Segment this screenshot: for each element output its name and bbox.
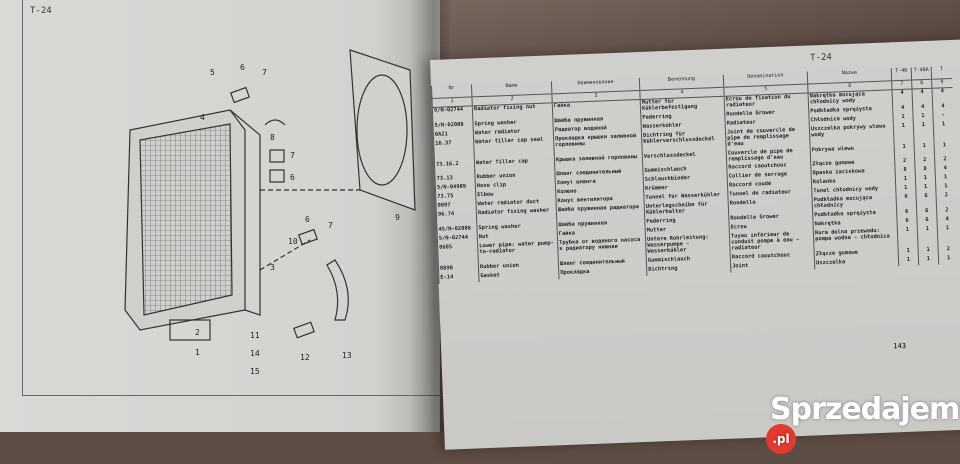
parts-table: Nr Name Наименование Benennung Dénominat… xyxy=(431,65,959,284)
page-frame xyxy=(22,0,443,396)
quantity-cell: 4 xyxy=(911,88,933,105)
name-polish: Uszczelka xyxy=(814,256,899,270)
callout-number: 8 xyxy=(270,133,275,142)
quantity-cell: 1 xyxy=(934,141,955,158)
hoses-drawing xyxy=(230,86,349,339)
quantity-cell: 2 xyxy=(935,192,957,208)
quantity-cell: 6 xyxy=(896,193,917,210)
right-page: T-24 Nr Name Наименование Benennung Déno… xyxy=(430,39,960,450)
header-qty-1: T-40 xyxy=(891,67,912,81)
quantity-cell: 1 xyxy=(938,254,959,265)
header-qty-3: T xyxy=(931,65,952,80)
callout-number: 12 xyxy=(300,353,310,362)
quantity-cell: 1 xyxy=(897,226,919,248)
callout-number: 6 xyxy=(240,63,245,72)
callout-number: 6 xyxy=(305,215,310,224)
callout-number: 9 xyxy=(395,213,400,222)
callout-number: 15 xyxy=(250,367,260,376)
left-page: T-24 5 6 7 8 7 6 4 xyxy=(0,0,450,432)
callout-number: 7 xyxy=(290,151,295,160)
name-german: Dichtring xyxy=(646,263,731,276)
name-russian: Прокладка xyxy=(558,266,647,279)
quantity-cell: 1 xyxy=(914,142,935,158)
header-qty-2: T-40A xyxy=(911,66,932,81)
quantity-cell: 1 xyxy=(917,225,939,248)
part-code: 0685 xyxy=(437,243,479,266)
callout-number: 7 xyxy=(328,221,333,230)
callout-number: 10 xyxy=(288,237,298,246)
name-english: Gasket xyxy=(478,269,559,282)
part-code: 73.16.2 xyxy=(434,159,475,177)
part-code: 96.74 xyxy=(436,210,477,227)
quantity-cell: 1 xyxy=(913,121,935,144)
callout-number: 13 xyxy=(342,351,352,360)
callout-number: 3 xyxy=(270,263,275,272)
quantity-cell: 1 xyxy=(898,256,919,266)
fan-shroud-drawing xyxy=(349,49,416,211)
callout-number: 7 xyxy=(262,68,267,77)
right-page-label: T-24 xyxy=(810,52,833,64)
part-code: 16.37 xyxy=(433,139,475,162)
callout-number: 5 xyxy=(210,68,215,77)
name-french: Joint xyxy=(730,260,815,273)
callout-number: 6 xyxy=(290,173,295,182)
page-number: 143 xyxy=(893,341,907,351)
quantity-cell: 1 xyxy=(937,224,959,247)
callout-number: 1 xyxy=(195,348,200,357)
part-code: 9/N-02744 xyxy=(432,105,473,123)
callout-number: 11 xyxy=(250,331,260,340)
quantity-cell: 1 xyxy=(933,120,955,143)
radiator-core-drawing xyxy=(124,109,261,341)
sprzedajemy-watermark-logo: Sprzedajemy.pl xyxy=(766,392,960,464)
callout-number: 2 xyxy=(195,328,200,337)
quantity-cell: 1 xyxy=(893,122,915,144)
quantity-cell: 1 xyxy=(894,143,915,159)
quantity-cell: 4 xyxy=(891,89,913,106)
part-code: E-14 xyxy=(438,272,480,284)
callout-number: 4 xyxy=(200,113,205,122)
quantity-cell: 6 xyxy=(915,192,937,209)
left-page-label: T-24 xyxy=(30,6,52,16)
callout-number: 14 xyxy=(250,349,260,358)
quantity-cell: 4 xyxy=(931,87,953,104)
quantity-cell: 1 xyxy=(918,255,939,266)
